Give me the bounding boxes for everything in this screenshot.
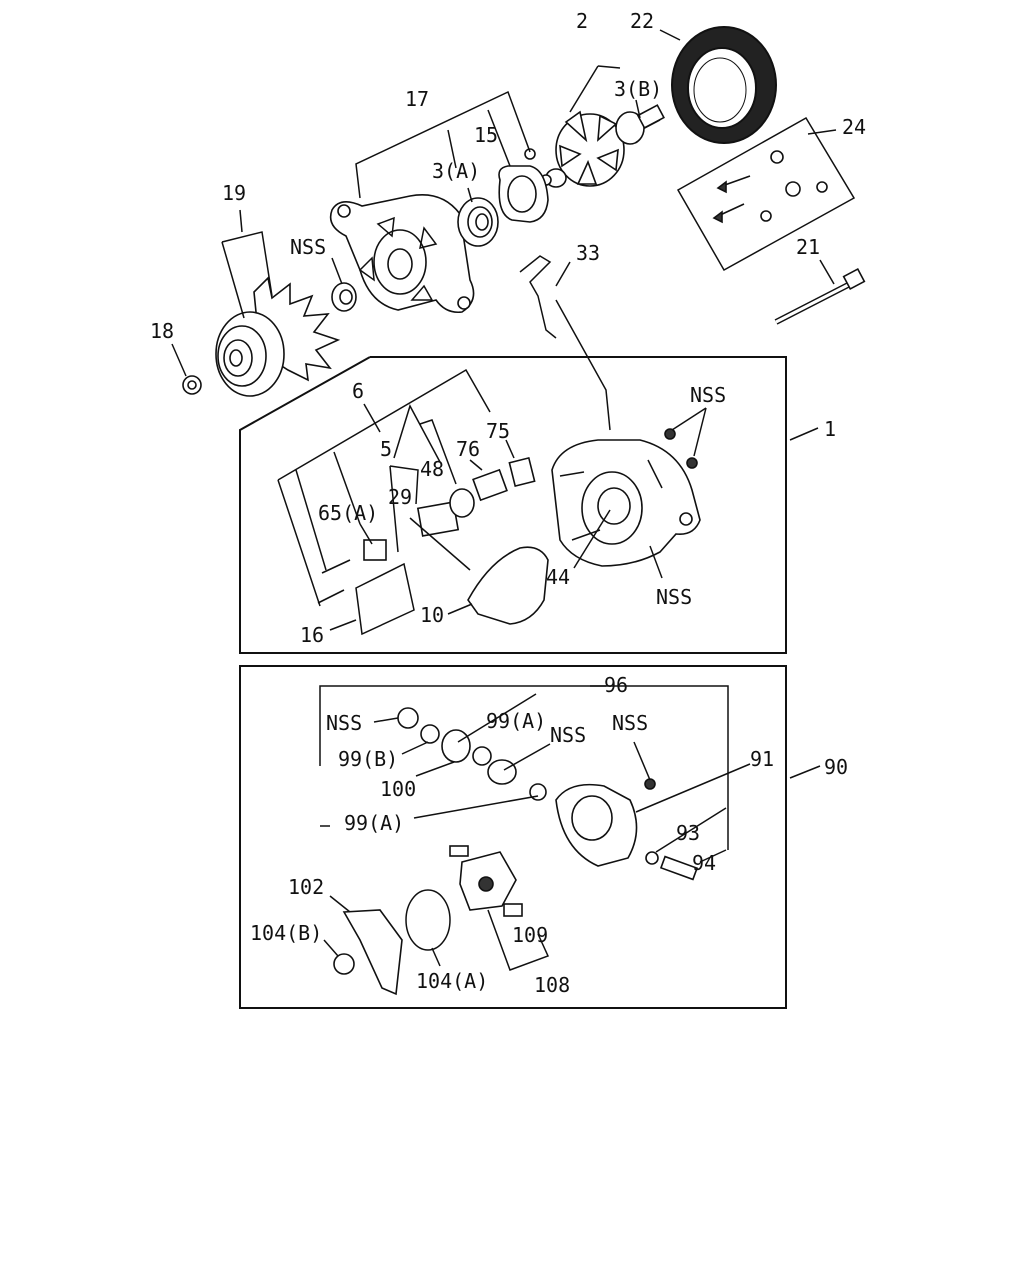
label-91: 91	[750, 747, 774, 771]
kit-16	[355, 562, 415, 636]
label-nss-plug: NSS	[326, 711, 362, 735]
brush-48	[449, 488, 475, 518]
label-100: 100	[380, 777, 416, 801]
label-3b: 3(B)	[614, 77, 662, 101]
label-76: 76	[456, 437, 480, 461]
rear-housing-44	[551, 439, 701, 567]
label-6: 6	[352, 379, 364, 403]
label-96: 96	[604, 673, 628, 697]
wire-33	[519, 255, 557, 339]
rotor-2	[540, 104, 665, 188]
label-99b: 99(B)	[338, 747, 398, 771]
label-22: 22	[630, 9, 654, 33]
label-10: 10	[420, 603, 444, 627]
label-19: 19	[222, 181, 246, 205]
label-5: 5	[380, 437, 392, 461]
part-labels: 2 22 3(B) 17 15 3(A) 24 19 NSS 33 21 18 …	[150, 9, 866, 997]
label-24: 24	[842, 115, 866, 139]
label-90: 90	[824, 755, 848, 779]
label-99a-top: 99(A)	[486, 709, 546, 733]
label-17: 17	[405, 87, 429, 111]
label-65a: 65(A)	[318, 501, 378, 525]
part-65a	[363, 539, 387, 561]
label-33: 33	[576, 241, 600, 265]
bushing-nss-inner	[339, 289, 353, 305]
label-48: 48	[420, 457, 444, 481]
label-1: 1	[824, 417, 836, 441]
label-94: 94	[692, 851, 716, 875]
label-108: 108	[534, 973, 570, 997]
bolt-21	[774, 267, 866, 325]
label-3a: 3(A)	[432, 159, 480, 183]
rectifier-10	[467, 546, 549, 625]
label-21: 21	[796, 235, 820, 259]
label-nss-housing: NSS	[656, 585, 692, 609]
label-nss-bolt: NSS	[612, 711, 648, 735]
label-93: 93	[676, 821, 700, 845]
label-16: 16	[300, 623, 324, 647]
label-102: 102	[288, 875, 324, 899]
bearing-3a	[457, 197, 499, 247]
box-90	[239, 665, 787, 1009]
retainer-plate-15	[498, 148, 549, 223]
nut-18-hole	[187, 380, 197, 390]
plate-76	[472, 468, 508, 502]
box-1	[239, 356, 787, 654]
label-99a-bottom: 99(A)	[344, 811, 404, 835]
label-104a: 104(A)	[416, 969, 488, 993]
kit-box-24	[676, 116, 856, 272]
gasket-75	[508, 456, 536, 488]
label-nss-bushing: NSS	[290, 235, 326, 259]
vacuum-pump-parts	[319, 685, 729, 996]
stator-22	[671, 26, 777, 144]
front-housing-17	[329, 194, 475, 314]
pulley-fan-19	[215, 276, 341, 397]
label-nss-valve: NSS	[550, 723, 586, 747]
leader-lines	[171, 29, 837, 967]
label-44: 44	[546, 565, 570, 589]
label-75: 75	[486, 419, 510, 443]
label-nss-nuts: NSS	[690, 383, 726, 407]
label-104b: 104(B)	[250, 921, 322, 945]
label-18: 18	[150, 319, 174, 343]
label-109: 109	[512, 923, 548, 947]
label-29: 29	[388, 485, 412, 509]
label-15: 15	[474, 123, 498, 147]
label-2: 2	[576, 9, 588, 33]
